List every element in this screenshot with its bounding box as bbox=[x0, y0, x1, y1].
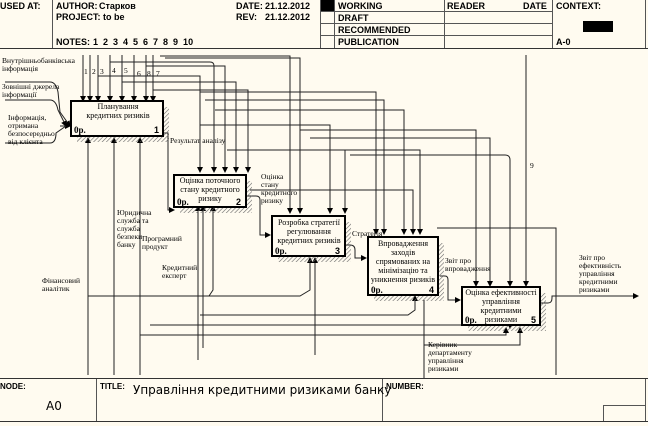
divider bbox=[320, 0, 321, 48]
activity-box-4 bbox=[367, 236, 444, 301]
divider bbox=[603, 405, 645, 406]
label-credit-expert: Кредитний експерт bbox=[162, 263, 198, 280]
footer-frame: NODE: A0 TITLE: Управління кредитними ри… bbox=[0, 378, 648, 422]
label-client-info: Інформація, отримана безпосередньо від к… bbox=[8, 113, 55, 146]
tunnel-2: 2 bbox=[92, 67, 96, 76]
box-5-number: 5 bbox=[531, 315, 537, 325]
box-1-cost: 0р. bbox=[74, 125, 86, 135]
notes-value: 1 2 3 4 5 6 7 8 9 10 bbox=[93, 37, 194, 47]
label-software: Програмний продукт bbox=[142, 234, 182, 251]
context-label: CONTEXT: bbox=[556, 1, 601, 11]
divider bbox=[444, 0, 445, 48]
activity-box-5 bbox=[461, 286, 546, 331]
tunnel-7: 7 bbox=[156, 69, 160, 78]
divider bbox=[645, 0, 646, 48]
divider bbox=[645, 379, 646, 421]
used-at-label: USED AT: bbox=[0, 1, 41, 11]
author-value: Старков bbox=[99, 1, 136, 11]
project-value: to be bbox=[103, 12, 125, 22]
box-3-title[interactable]: Розробка стратегії регулювання кредитних… bbox=[277, 218, 341, 245]
tunnel-6: 6 bbox=[137, 69, 141, 78]
rev-value: 21.12.2012 bbox=[265, 12, 311, 22]
tunnel-8: 8 bbox=[147, 69, 151, 78]
box-4-number: 4 bbox=[429, 285, 435, 295]
status-working: WORKING bbox=[338, 1, 383, 11]
activity-box-1 bbox=[70, 100, 169, 142]
divider bbox=[320, 23, 552, 24]
tunnel-9: 9 bbox=[530, 161, 534, 170]
label-external-info: Зовнішні джерела інформації bbox=[2, 82, 60, 99]
label-report-implementation: Звіт про впровадження bbox=[445, 256, 491, 273]
box-4-cost: 0р. bbox=[371, 285, 383, 295]
box-1-title[interactable]: Планування кредитних ризиків bbox=[86, 102, 150, 120]
date-value: 21.12.2012 bbox=[265, 1, 311, 11]
status-draft: DRAFT bbox=[338, 13, 369, 23]
box-2-number: 2 bbox=[236, 197, 242, 207]
tunnel-4: 4 bbox=[112, 66, 116, 75]
label-financial-analyst: Фінансовий аналітик bbox=[42, 276, 81, 293]
box-2-cost: 0р. bbox=[177, 197, 189, 207]
divider bbox=[552, 0, 553, 48]
label-legal-security: Юридична служба та служба безпеки банку bbox=[117, 208, 152, 249]
box-3-cost: 0р. bbox=[275, 246, 287, 256]
divider bbox=[382, 379, 383, 421]
label-strategy: Стратегія bbox=[352, 229, 383, 238]
notes-label: NOTES: bbox=[56, 37, 91, 47]
label-analysis-result: Результат аналізу bbox=[170, 136, 226, 145]
box-3-number: 3 bbox=[335, 246, 341, 256]
label-state-assessment: Оцінка стану кредитного ризику bbox=[261, 172, 298, 205]
box-1-number: 1 bbox=[154, 125, 160, 135]
divider bbox=[320, 11, 552, 12]
project-label: PROJECT: bbox=[56, 12, 101, 22]
node-value: A0 bbox=[46, 399, 62, 413]
tunnel-1: 1 bbox=[84, 67, 88, 76]
reader-date-label: DATE bbox=[523, 1, 547, 11]
node-label: NODE: bbox=[0, 382, 26, 391]
activity-box-3 bbox=[271, 215, 351, 262]
title-label: TITLE: bbox=[100, 382, 125, 391]
divider bbox=[96, 379, 97, 421]
rev-label: REV: bbox=[236, 12, 258, 22]
status-publication: PUBLICATION bbox=[338, 37, 399, 47]
box-5-title[interactable]: Оцінка ефективності управління кредитним… bbox=[465, 288, 537, 324]
box-4-title[interactable]: Впровадження заходів спрямованих на міні… bbox=[370, 239, 436, 284]
label-report-efficiency: Звіт про ефективність управління кредитн… bbox=[579, 253, 622, 294]
working-marker bbox=[321, 0, 334, 11]
tunnel-5: 5 bbox=[124, 66, 128, 75]
divider bbox=[52, 0, 53, 48]
reader-label: READER bbox=[447, 1, 486, 11]
box-2-title[interactable]: Оцінка поточного стану кредитного ризику bbox=[179, 176, 241, 203]
divider bbox=[603, 405, 604, 421]
status-recommended: RECOMMENDED bbox=[338, 25, 411, 35]
label-internal-info: Внутрішньобанківська інформація bbox=[2, 56, 75, 73]
tunnel-3: 3 bbox=[100, 67, 104, 76]
diagram-title: Управління кредитними ризиками банку bbox=[133, 383, 392, 397]
header-frame: USED AT: AUTHOR: Старков PROJECT: to be … bbox=[0, 0, 648, 49]
context-node: A-0 bbox=[556, 37, 571, 47]
date-label: DATE: bbox=[236, 1, 263, 11]
author-label: AUTHOR: bbox=[56, 1, 98, 11]
context-marker bbox=[583, 21, 613, 32]
number-label: NUMBER: bbox=[386, 382, 424, 391]
label-department-head: Керівник департаменту управління ризикам… bbox=[428, 340, 472, 373]
box-5-cost: 0р. bbox=[465, 315, 477, 325]
activity-box-2 bbox=[173, 174, 252, 213]
divider bbox=[320, 35, 552, 36]
divider bbox=[334, 0, 335, 48]
